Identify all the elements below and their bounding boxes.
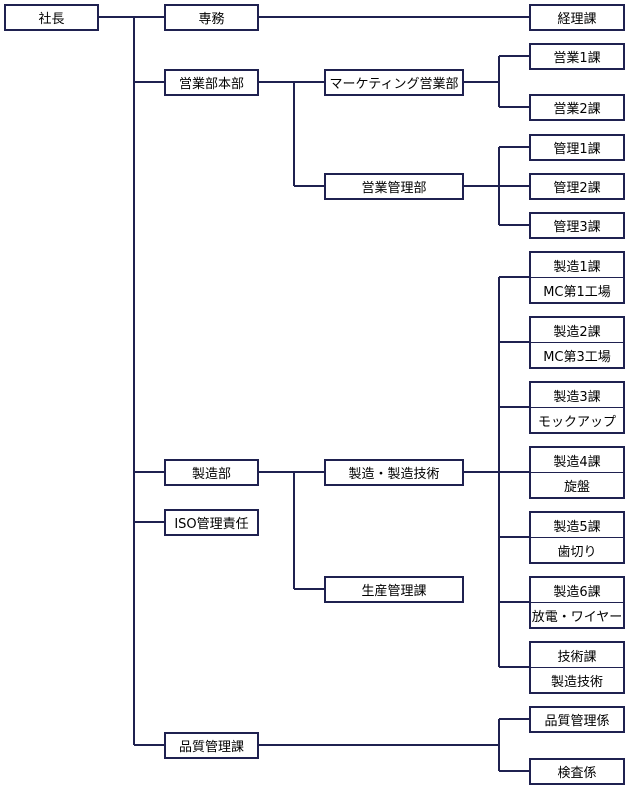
- node-qc-staff: 品質管理係: [529, 706, 625, 733]
- node-sales2: 営業2課: [529, 94, 625, 121]
- node-mfg-unit-2: 製造2課 MC第3工場: [529, 316, 625, 369]
- mfg-unit-name: 製造3課: [531, 383, 623, 408]
- node-mfg-unit-5: 製造5課 歯切り: [529, 511, 625, 564]
- node-mfg-tech: 製造・製造技術: [324, 459, 464, 486]
- mfg-unit-name: 技術課: [531, 643, 623, 668]
- node-sales-admin: 営業管理部: [324, 173, 464, 200]
- node-admin1: 管理1課: [529, 134, 625, 161]
- mfg-unit-area: モックアップ: [537, 414, 616, 430]
- mfg-unit-name: 製造1課: [531, 253, 623, 278]
- mfg-unit-name: 製造6課: [531, 578, 623, 603]
- node-mfg-unit-1: 製造1課 MC第1工場: [529, 251, 625, 304]
- node-mfg-unit-3: 製造3課 モックアップ: [529, 381, 625, 434]
- mfg-unit-name: 製造2課: [531, 318, 623, 343]
- node-mfg-unit-7: 技術課 製造技術: [529, 641, 625, 694]
- mfg-unit-name: 製造4課: [531, 448, 623, 473]
- node-production-control: 生産管理課: [324, 576, 464, 603]
- node-sales-hq: 営業部本部: [164, 69, 259, 96]
- mfg-unit-area: 製造技術: [550, 674, 603, 690]
- node-sales1: 営業1課: [529, 43, 625, 70]
- node-accounting: 経理課: [529, 4, 625, 31]
- node-president: 社長: [4, 4, 99, 31]
- node-admin2: 管理2課: [529, 173, 625, 200]
- node-admin3: 管理3課: [529, 212, 625, 239]
- node-marketing: マーケティング営業部: [324, 69, 464, 96]
- node-inspection: 検査係: [529, 758, 625, 785]
- mfg-unit-area: 旋盤: [563, 479, 590, 495]
- node-iso: ISO管理責任: [164, 509, 259, 536]
- mfg-unit-area: 歯切り: [557, 544, 597, 560]
- node-mfg-unit-6: 製造6課 放電・ワイヤー: [529, 576, 625, 629]
- node-quality: 品質管理課: [164, 732, 259, 759]
- node-mfg-unit-4: 製造4課 旋盤: [529, 446, 625, 499]
- node-executive: 専務: [164, 4, 259, 31]
- mfg-unit-area: 放電・ワイヤー: [531, 609, 623, 625]
- mfg-unit-area: MC第1工場: [543, 284, 611, 300]
- mfg-unit-name: 製造5課: [531, 513, 623, 538]
- mfg-unit-area: MC第3工場: [543, 349, 611, 365]
- node-manufacturing: 製造部: [164, 459, 259, 486]
